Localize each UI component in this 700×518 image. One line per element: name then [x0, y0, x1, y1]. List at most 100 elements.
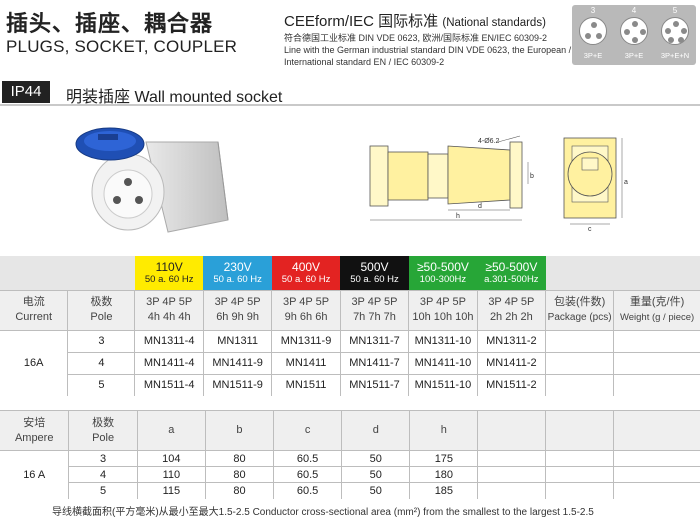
dim-d-label: d — [478, 203, 482, 210]
model-cell: MN1411-7 — [339, 351, 409, 374]
model-cell: MN1511-2 — [476, 373, 546, 396]
model-cell: MN1511-9 — [202, 373, 272, 396]
dim-cell: 60.5 — [272, 482, 342, 499]
model-cell: MN1411-2 — [476, 351, 546, 374]
pin-face-icon — [620, 17, 648, 45]
model-cell: MN1511-7 — [339, 373, 409, 396]
ip-rating-badge: IP44 — [2, 81, 50, 103]
package-cell — [545, 351, 614, 374]
weight-header: 重量(克/件)Weight (g / piece) — [613, 289, 700, 330]
section-title: 明装插座 Wall mounted socket — [66, 89, 283, 106]
voltage-header-blank — [0, 256, 68, 290]
pole-value: 5 — [67, 373, 135, 396]
dim-a-label: a — [624, 179, 628, 186]
dim-cell: 175 — [409, 450, 478, 467]
package-cell — [545, 373, 614, 396]
ampere-value: 16 A — [0, 450, 69, 499]
dim-a-header: a — [136, 410, 206, 451]
dim-cell: 185 — [409, 482, 478, 499]
dim-h-header: h — [409, 410, 478, 451]
standard-line-1: 符合德国工业标准 DIN VDE 0623, 欧洲/国际标准 EN/IEC 60… — [284, 33, 548, 43]
pole-value: 5 — [68, 482, 138, 499]
voltage-header-blank — [545, 256, 614, 290]
dim-c-label: c — [588, 226, 592, 232]
dim-cell: 80 — [204, 450, 274, 467]
dim-h-label: h — [456, 213, 460, 220]
standard-note: (National standards) — [442, 17, 546, 29]
standard-line-3: International standard EN / IEC 60309-2 — [284, 57, 445, 67]
model-cell: MN1411 — [271, 351, 341, 374]
dim-cell: 50 — [341, 450, 410, 467]
model-cell: MN1311-7 — [339, 329, 409, 352]
section-bar: IP44 明装插座 Wall mounted socket — [0, 80, 700, 106]
pin-config-4: 4 3P+E — [614, 5, 654, 65]
dim-cell: 80 — [204, 466, 274, 483]
pole-value: 3 — [68, 450, 138, 467]
model-cell: MN1311-9 — [271, 329, 341, 352]
model-cell: MN1411-9 — [202, 351, 272, 374]
model-cell: MN1311-4 — [134, 329, 204, 352]
dimension-drawing: 4-Ø6.2 h d b a c — [369, 135, 628, 232]
conductor-note: 导线横截面积(平方毫米)从最小至最大1.5-2.5 Conductor cros… — [52, 507, 594, 518]
model-cell: MN1311 — [202, 329, 272, 352]
blank-header — [545, 410, 614, 451]
standard-title: CEEform/IEC 国际标准 — [284, 13, 439, 30]
blank-header — [477, 410, 546, 451]
dim-b-header: b — [204, 410, 274, 451]
pin-face-icon — [661, 17, 689, 45]
blank-header — [612, 410, 700, 451]
package-header: 包装(件数)Package (pcs) — [545, 289, 614, 330]
pole-value: 4 — [67, 351, 135, 374]
model-cell: MN1411-10 — [408, 351, 478, 374]
dim-cell: 60.5 — [272, 450, 342, 467]
dim-d-header: d — [341, 410, 410, 451]
dim-cell: 50 — [341, 482, 410, 499]
model-cell: MN1511-4 — [134, 373, 204, 396]
pole-value: 4 — [68, 466, 138, 483]
dim-b-label: b — [530, 173, 534, 180]
model-cell: MN1311-2 — [476, 329, 546, 352]
dim-cell: 180 — [409, 466, 478, 483]
dim-cell: 50 — [341, 466, 410, 483]
dim-cell: 80 — [204, 482, 274, 499]
weight-cell — [613, 351, 700, 374]
title-english: PLUGS, SOCKET, COUPLER — [6, 37, 238, 56]
standard-heading: CEEform/IEC 国际标准 (National standards) — [284, 10, 546, 31]
model-cell: MN1411-4 — [134, 351, 204, 374]
title-chinese: 插头、插座、耦合器 — [6, 12, 214, 37]
pin-config-3: 3 3P+E — [573, 5, 613, 65]
dim-cell: 110 — [136, 466, 206, 483]
model-cell: MN1311-10 — [408, 329, 478, 352]
pole-value: 3 — [67, 329, 135, 352]
standard-line-2: Line with the German industrial standard… — [284, 45, 572, 55]
dim-c-header: c — [272, 410, 342, 451]
dim-cell: 60.5 — [272, 466, 342, 483]
dim-cell: 115 — [136, 482, 206, 499]
pin-configuration-panel: 3 3P+E 4 3P+E 5 3P+E+N — [572, 5, 696, 65]
socket-product-image — [75, 127, 229, 233]
package-cell — [545, 329, 614, 352]
model-cell: MN1511-10 — [408, 373, 478, 396]
current-value: 16A — [0, 329, 68, 396]
weight-cell — [613, 373, 700, 396]
model-cell: MN1511 — [271, 373, 341, 396]
dim-cell: 104 — [136, 450, 206, 467]
pin-face-icon — [579, 17, 607, 45]
